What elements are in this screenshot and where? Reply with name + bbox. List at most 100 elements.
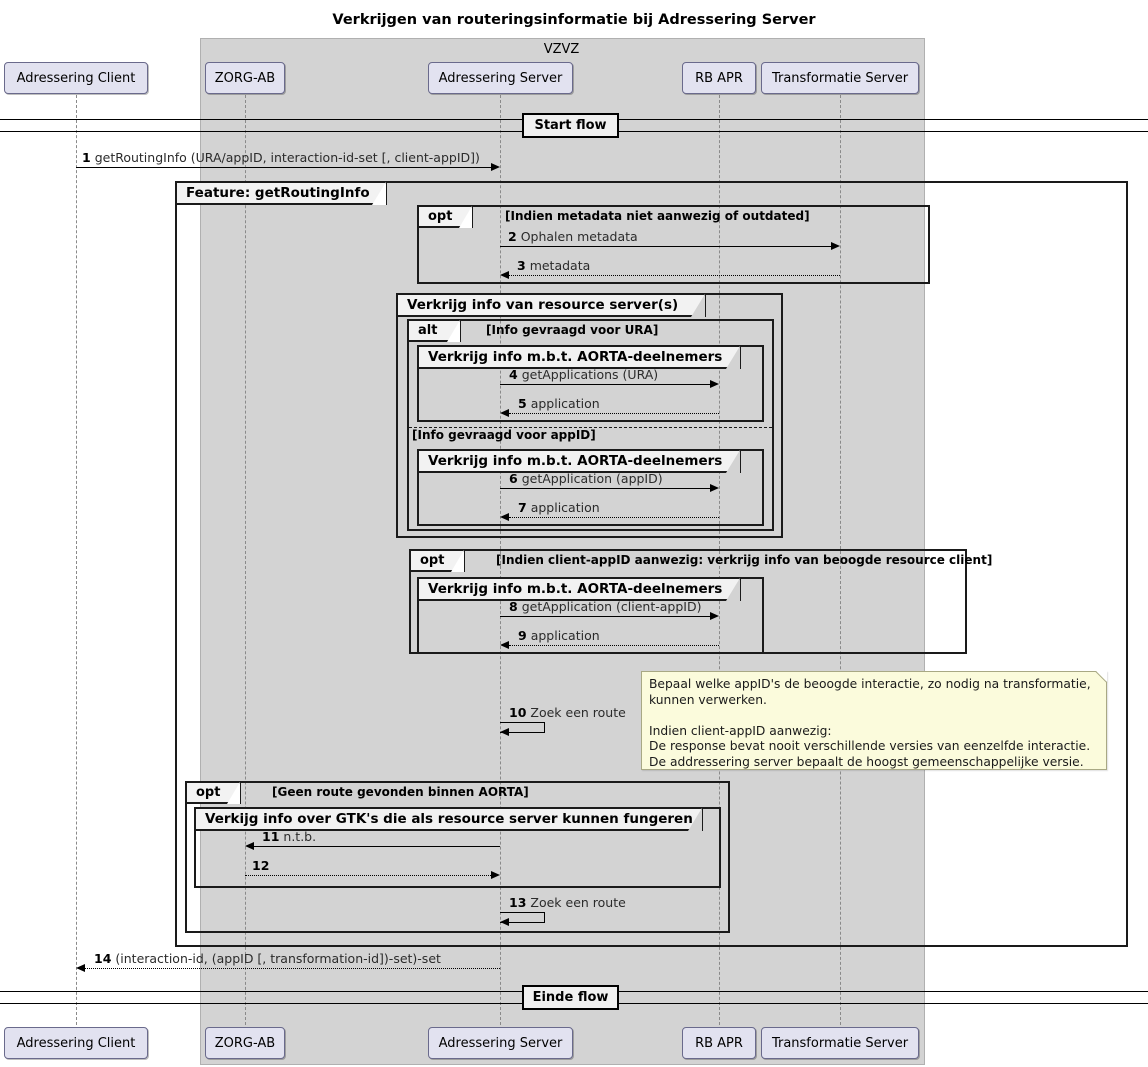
message-3-label: 3 metadata bbox=[517, 258, 590, 273]
fragment-opt-metadata-tab: opt bbox=[419, 206, 473, 228]
message-10-seq: 10 bbox=[509, 705, 527, 720]
message-9-label: 9 application bbox=[518, 628, 600, 643]
divider-label: Start flow bbox=[534, 118, 607, 133]
fragment-group-aorta-2 bbox=[417, 449, 764, 526]
divider-start-flow: Start flow bbox=[522, 113, 619, 138]
fragment-group-aorta-3 bbox=[417, 577, 764, 654]
message-7-text: application bbox=[530, 500, 600, 515]
message-5-seq: 5 bbox=[518, 396, 527, 411]
message-1-text: getRoutingInfo (URA/appID, interaction-i… bbox=[94, 150, 480, 165]
fragment-title-label: Verkrijg info van resource server(s) bbox=[407, 297, 679, 313]
message-8-text: getApplication (client-appID) bbox=[521, 599, 702, 614]
message-3-seq: 3 bbox=[517, 258, 526, 273]
message-5-arrowhead bbox=[500, 408, 509, 417]
message-1-label: 1 getRoutingInfo (URA/appID, interaction… bbox=[82, 150, 480, 165]
message-7-arrowhead bbox=[500, 512, 509, 521]
message-14-label: 14 (interaction-id, (appID [, transforma… bbox=[94, 951, 441, 966]
participant-adressering-server-bottom[interactable]: Adressering Server bbox=[428, 1027, 573, 1059]
fragment-operator-label: opt bbox=[420, 553, 445, 568]
message-1-seq: 1 bbox=[82, 150, 91, 165]
message-13-text: Zoek een route bbox=[530, 895, 626, 910]
participant-label: RB APR bbox=[695, 70, 743, 86]
fragment-feature-getroutinginfo bbox=[175, 181, 1128, 947]
fragment-title-label: Verkrijg info m.b.t. AORTA-deelnemers bbox=[428, 349, 723, 365]
message-10-self-loop bbox=[500, 722, 545, 733]
message-5-label: 5 application bbox=[518, 396, 600, 411]
fragment-title-label: Verkrijg info m.b.t. AORTA-deelnemers bbox=[428, 581, 723, 597]
fragment-operator-label: opt bbox=[196, 785, 221, 800]
message-12-seq: 12 bbox=[252, 858, 270, 873]
fragment-group-gtk bbox=[194, 807, 721, 888]
message-14-seq: 14 bbox=[94, 951, 112, 966]
fragment-group-resource-servers bbox=[396, 293, 783, 538]
group-box-vzvz bbox=[200, 38, 925, 1065]
message-11-seq: 11 bbox=[262, 829, 280, 844]
participant-label: Transformatie Server bbox=[771, 1035, 909, 1051]
message-9-arrow-line bbox=[509, 645, 719, 646]
participant-label: Adressering Server bbox=[438, 1035, 563, 1051]
message-12-arrow-line bbox=[245, 875, 491, 876]
fragment-opt-metadata bbox=[417, 205, 930, 284]
message-13-self-loop bbox=[500, 912, 545, 923]
message-10-text: Zoek een route bbox=[530, 705, 626, 720]
fragment-alt-info-condition-2: [Info gevraagd voor appID] bbox=[412, 428, 596, 442]
message-11-text: n.t.b. bbox=[283, 829, 317, 844]
message-7-seq: 7 bbox=[518, 500, 527, 515]
message-1-arrow-line bbox=[76, 167, 492, 168]
message-7-arrow-line bbox=[509, 517, 719, 518]
message-4-text: getApplications (URA) bbox=[521, 367, 659, 382]
message-10-arrowhead bbox=[500, 728, 509, 736]
lifeline-rb-apr bbox=[719, 95, 720, 1030]
participant-transformatie-server-top[interactable]: Transformatie Server bbox=[761, 62, 919, 94]
participant-label: ZORG-AB bbox=[214, 70, 276, 86]
message-11-arrow-line bbox=[254, 846, 500, 847]
participant-rb-apr-bottom[interactable]: RB APR bbox=[682, 1027, 756, 1059]
fragment-group-resource-servers-title: Verkrijg info van resource server(s) bbox=[398, 294, 706, 317]
message-2-seq: 2 bbox=[508, 229, 517, 244]
fragment-alt-info-tab: alt bbox=[409, 320, 461, 342]
divider-label: Einde flow bbox=[532, 990, 609, 1005]
message-14-arrow-line bbox=[85, 968, 500, 969]
participant-adressering-client-top[interactable]: Adressering Client bbox=[4, 62, 148, 94]
fragment-title-label: Feature: getRoutingInfo bbox=[186, 185, 370, 201]
message-13-label: 13 Zoek een route bbox=[509, 895, 626, 910]
message-2-arrowhead bbox=[831, 241, 840, 250]
message-2-label: 2 Ophalen metadata bbox=[508, 229, 638, 244]
message-5-arrow-line bbox=[509, 413, 719, 414]
fragment-group-aorta-1-title: Verkrijg info m.b.t. AORTA-deelnemers bbox=[419, 346, 741, 369]
fragment-opt-client-appid-tab: opt bbox=[411, 550, 465, 572]
participant-label: RB APR bbox=[695, 1035, 743, 1051]
group-box-vzvz-label: VZVZ bbox=[543, 42, 580, 57]
divider-einde-flow: Einde flow bbox=[522, 985, 619, 1010]
message-11-arrowhead bbox=[245, 841, 254, 850]
participant-rb-apr-top[interactable]: RB APR bbox=[682, 62, 756, 94]
message-12-label: 12 bbox=[252, 858, 269, 873]
participant-adressering-client-bottom[interactable]: Adressering Client bbox=[4, 1027, 148, 1059]
message-6-text: getApplication (appID) bbox=[521, 471, 663, 486]
participant-label: Adressering Client bbox=[16, 1035, 136, 1051]
message-9-seq: 9 bbox=[518, 628, 527, 643]
fragment-opt-no-route-tab: opt bbox=[187, 782, 241, 804]
lifeline-adressering-client bbox=[76, 95, 77, 1030]
message-8-arrow-line bbox=[500, 616, 711, 617]
lifeline-adressering-server bbox=[500, 95, 501, 1030]
lifeline-zorg-ab bbox=[245, 95, 246, 1030]
fragment-group-aorta-2-title: Verkrijg info m.b.t. AORTA-deelnemers bbox=[419, 450, 741, 473]
message-9-arrowhead bbox=[500, 640, 509, 649]
participant-label: Transformatie Server bbox=[771, 70, 909, 86]
message-12-arrowhead bbox=[491, 870, 500, 879]
participant-zorg-ab-top[interactable]: ZORG-AB bbox=[205, 62, 285, 94]
participant-adressering-server-top[interactable]: Adressering Server bbox=[428, 62, 573, 94]
fragment-operator-label: opt bbox=[428, 209, 453, 224]
note-appid-determination: Bepaal welke appID's de beoogde interact… bbox=[641, 671, 1107, 770]
message-2-text: Ophalen metadata bbox=[520, 229, 638, 244]
fragment-opt-client-appid-condition: [Indien client-appID aanwezig: verkrijg … bbox=[496, 553, 993, 567]
participant-label: Adressering Client bbox=[16, 70, 136, 86]
message-14-text: (interaction-id, (appID [, transformatio… bbox=[115, 951, 441, 966]
fragment-opt-no-route bbox=[185, 781, 730, 933]
participant-transformatie-server-bottom[interactable]: Transformatie Server bbox=[761, 1027, 919, 1059]
participant-zorg-ab-bottom[interactable]: ZORG-AB bbox=[205, 1027, 285, 1059]
fragment-group-aorta-1 bbox=[417, 345, 764, 422]
message-1-arrowhead bbox=[491, 162, 500, 171]
